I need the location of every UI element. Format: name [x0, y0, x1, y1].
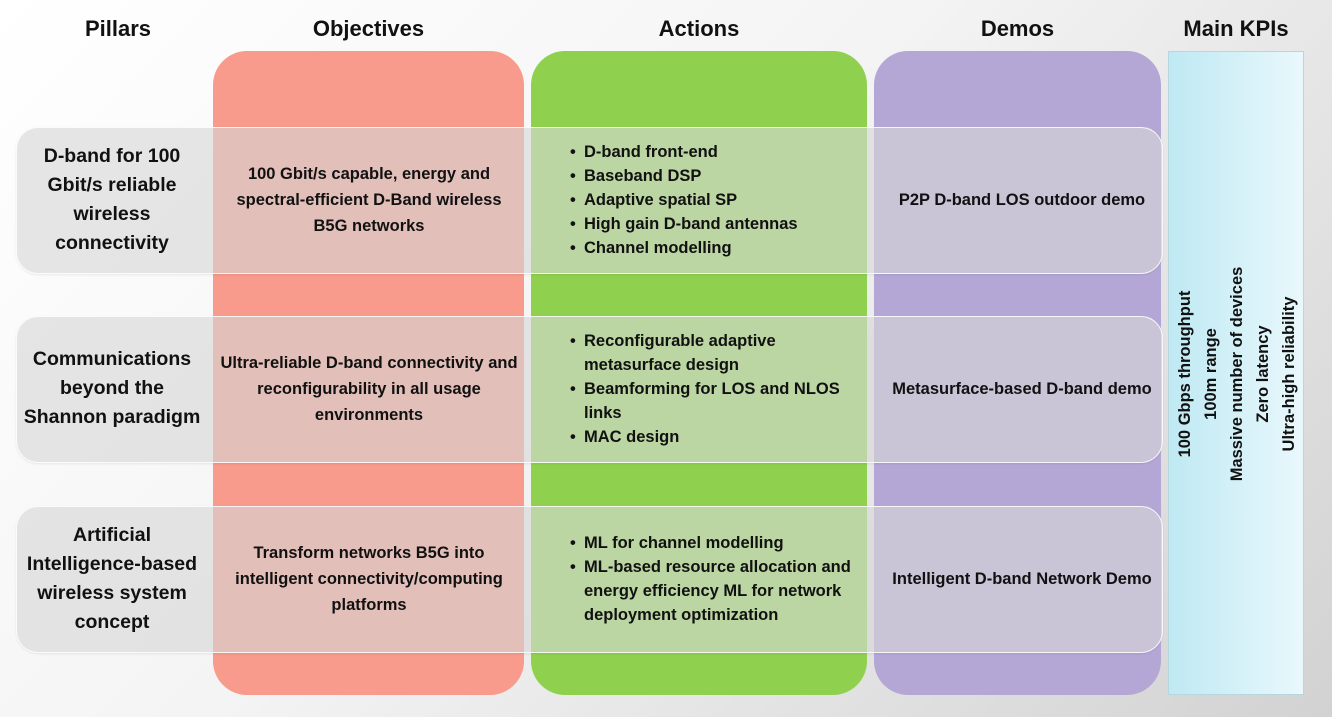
action-item: D-band front-end [566, 140, 798, 164]
header-main-kpis: Main KPIs [1183, 16, 1289, 41]
objective-text: Ultra-reliable D-band connectivity and r… [220, 353, 518, 424]
pillar-label: D-band for 100 Gbit/s reliable wireless … [43, 144, 181, 254]
action-item: ML-based resource allocation and energy … [566, 555, 861, 627]
action-item: Reconfigurable adaptive metasurface desi… [566, 329, 861, 377]
kpi-list: 100 Gbps throughput 100m range Massive n… [1172, 154, 1302, 594]
pillar-label: Artificial Intelligence-based wireless s… [26, 523, 198, 633]
pillar-label: Communications beyond the Shannon paradi… [23, 348, 201, 428]
action-item: Beamforming for LOS and NLOS links [566, 377, 861, 425]
objective-text: 100 Gbit/s capable, energy and spectral-… [236, 164, 502, 235]
action-item: Baseband DSP [566, 164, 798, 188]
actions-list: Reconfigurable adaptive metasurface desi… [566, 316, 861, 461]
action-item: High gain D-band antennas [566, 212, 798, 236]
actions-list: ML for channel modelling ML-based resour… [566, 506, 861, 651]
header-pillars: Pillars [84, 16, 152, 41]
demo-text: Metasurface-based D-band demo [892, 379, 1152, 398]
objective-text: Transform networks B5G into intelligent … [235, 543, 503, 614]
kpi-column: 100 Gbps throughput 100m range Massive n… [1168, 51, 1304, 695]
kpi-item: Massive number of devices [1228, 266, 1246, 482]
action-item: Adaptive spatial SP [566, 188, 798, 212]
kpi-item: Zero latency [1254, 325, 1272, 423]
header-demos: Demos [980, 16, 1055, 41]
header-actions: Actions [658, 16, 740, 41]
kpi-item: 100m range [1202, 328, 1220, 420]
demo-text: Intelligent D-band Network Demo [892, 569, 1152, 588]
action-item: ML for channel modelling [566, 531, 861, 555]
action-item: Channel modelling [566, 236, 798, 260]
action-item: MAC design [566, 425, 861, 449]
header-objectives: Objectives [312, 16, 425, 41]
kpi-item: 100 Gbps throughput [1176, 290, 1194, 458]
demo-text: P2P D-band LOS outdoor demo [898, 190, 1146, 209]
kpi-item: Ultra-high reliability [1280, 296, 1298, 452]
actions-list: D-band front-end Baseband DSP Adaptive s… [566, 127, 861, 272]
